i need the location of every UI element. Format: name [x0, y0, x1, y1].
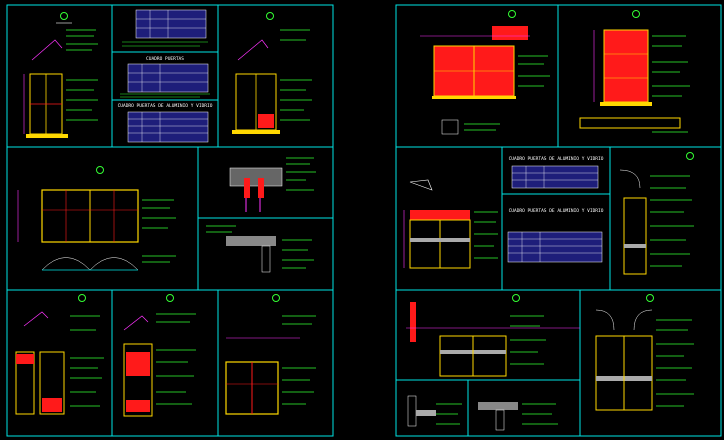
door-elevation-r6	[595, 294, 694, 411]
door-elevation-c	[232, 12, 312, 134]
bottom-detail-middle	[478, 402, 558, 431]
glass-door-elevation-r1	[420, 10, 550, 135]
door-elevation-h	[123, 294, 196, 417]
door-elevation-g	[15, 294, 104, 415]
glass-door-elevation-r2	[579, 10, 690, 133]
door-elevation-r4	[619, 152, 694, 275]
door-schedule-tables-left: CUADRO PUERTAS CUADRO PUERTAS DE ALUMINI…	[118, 9, 213, 143]
large-partition-elevation	[406, 294, 580, 377]
right-table-title-1: CUADRO PUERTAS DE ALUMINIO Y VIDRIO	[509, 156, 604, 162]
sliding-door-elevation	[403, 179, 498, 269]
door-elevation-a	[23, 12, 98, 138]
right-table-title-2: CUADRO PUERTAS DE ALUMINIO Y VIDRIO	[509, 208, 604, 214]
door-schedule-tables-right: CUADRO PUERTAS DE ALUMINIO Y VIDRIO CUAD…	[507, 156, 604, 263]
table-title-1: CUADRO PUERTAS	[146, 56, 184, 62]
door-elevation-i	[225, 294, 316, 415]
double-door-elevation	[17, 166, 176, 271]
right-sheet: CUADRO PUERTAS DE ALUMINIO Y VIDRIO CUAD…	[395, 4, 722, 437]
threshold-section-detail	[206, 225, 314, 273]
table-title-2: CUADRO PUERTAS DE ALUMINIO Y VIDRIO	[118, 103, 213, 109]
bottom-detail-left	[407, 395, 462, 427]
frame-section-detail	[229, 157, 316, 212]
left-sheet: CUADRO PUERTAS CUADRO PUERTAS DE ALUMINI…	[6, 4, 334, 437]
